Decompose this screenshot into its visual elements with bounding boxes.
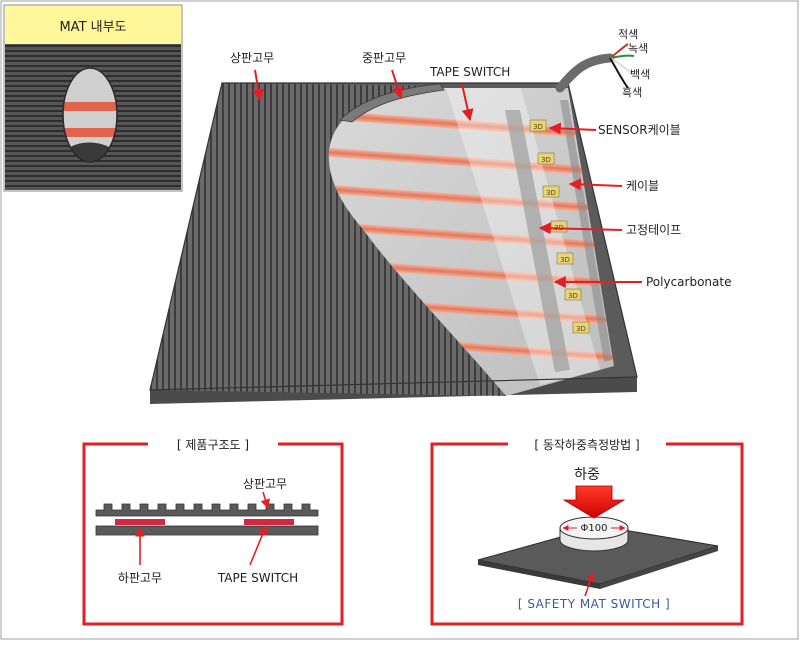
method-panel-title: [ 동작하중측정방법 ]: [534, 438, 639, 452]
method-diameter-label: Φ100: [581, 523, 608, 534]
wire-label-red: 적색: [618, 28, 638, 41]
method-pointer-mat: [584, 572, 595, 597]
label-middle-rubber: 중판고무: [362, 51, 406, 65]
wire-white: [609, 57, 633, 75]
label-tape-switch: TAPE SWITCH: [429, 65, 510, 79]
structure-bottom-rubber: [95, 525, 319, 536]
wire-label-green: 녹색: [628, 42, 648, 55]
method-caption: [ SAFETY MAT SWITCH ]: [518, 597, 670, 611]
structure-pointer-tape: [249, 525, 268, 566]
main-cable: [555, 53, 615, 93]
wire-black: [609, 57, 629, 89]
inset-cut-hole: [63, 68, 117, 162]
wire-green: [609, 54, 635, 59]
inset-title-bar: [5, 6, 181, 44]
pointer-middle-rubber: [391, 69, 404, 100]
connector-2-text: 3D: [541, 156, 551, 164]
wire-red: [609, 43, 629, 59]
method-panel: [ 동작하중측정방법 ] 하중 Φ100 [ SAFETY MAT SWITCH…: [430, 436, 744, 626]
top-rubber-ribs: [150, 83, 506, 396]
middle-rubber-edge: [339, 83, 445, 123]
connector-1-text: 3D: [533, 123, 543, 131]
label-cable: 케이블: [626, 179, 659, 193]
label-top-rubber: 상판고무: [230, 51, 274, 65]
connector-7-text: 3D: [576, 325, 586, 333]
label-fixing-tape: 고정테이프: [626, 223, 681, 237]
structure-tape-switch-right: [244, 519, 294, 525]
pointer-cable: [568, 178, 623, 191]
pointer-fixing-tape: [538, 222, 623, 235]
method-load-arrow: [562, 485, 626, 519]
pointer-top-rubber: [252, 69, 265, 102]
connector-3-text: 3D: [546, 189, 556, 197]
main-mat: 3D 3D 3D 3D 3D 3D 3D: [149, 43, 638, 404]
method-load-label: 하중: [574, 467, 600, 483]
inset-panel: MAT 내부도: [3, 4, 183, 192]
label-polycarbonate: Polycarbonate: [646, 275, 731, 289]
structure-tape-switch-left: [115, 519, 165, 525]
label-sensor-cable: SENSOR케이블: [598, 123, 681, 137]
method-mat-edge-right: [600, 546, 718, 589]
structure-panel-title: [ 제품구조도 ]: [177, 438, 249, 452]
structure-label-top-rubber: 상판고무: [243, 477, 287, 491]
inset-title: MAT 내부도: [59, 20, 126, 35]
pointer-sensor-cable: [548, 122, 597, 135]
structure-label-bottom-rubber: 하판고무: [118, 571, 162, 585]
method-mat-edge-left: [478, 560, 600, 589]
structure-pointer-top: [260, 491, 271, 509]
wire-label-black: 흑색: [622, 85, 642, 99]
structure-label-tape-switch: TAPE SWITCH: [217, 571, 298, 585]
structure-panel: [ 제품구조도 ] 상판고무 하판고무 TAPE SWITCH: [82, 436, 344, 626]
pointer-tape-switch: [461, 83, 474, 122]
structure-top-rubber: [95, 503, 319, 517]
wire-label-white: 백색: [630, 68, 650, 81]
connector-6-text: 3D: [568, 292, 578, 300]
connector-5-text: 3D: [560, 256, 570, 264]
mat-outline: [149, 82, 638, 391]
